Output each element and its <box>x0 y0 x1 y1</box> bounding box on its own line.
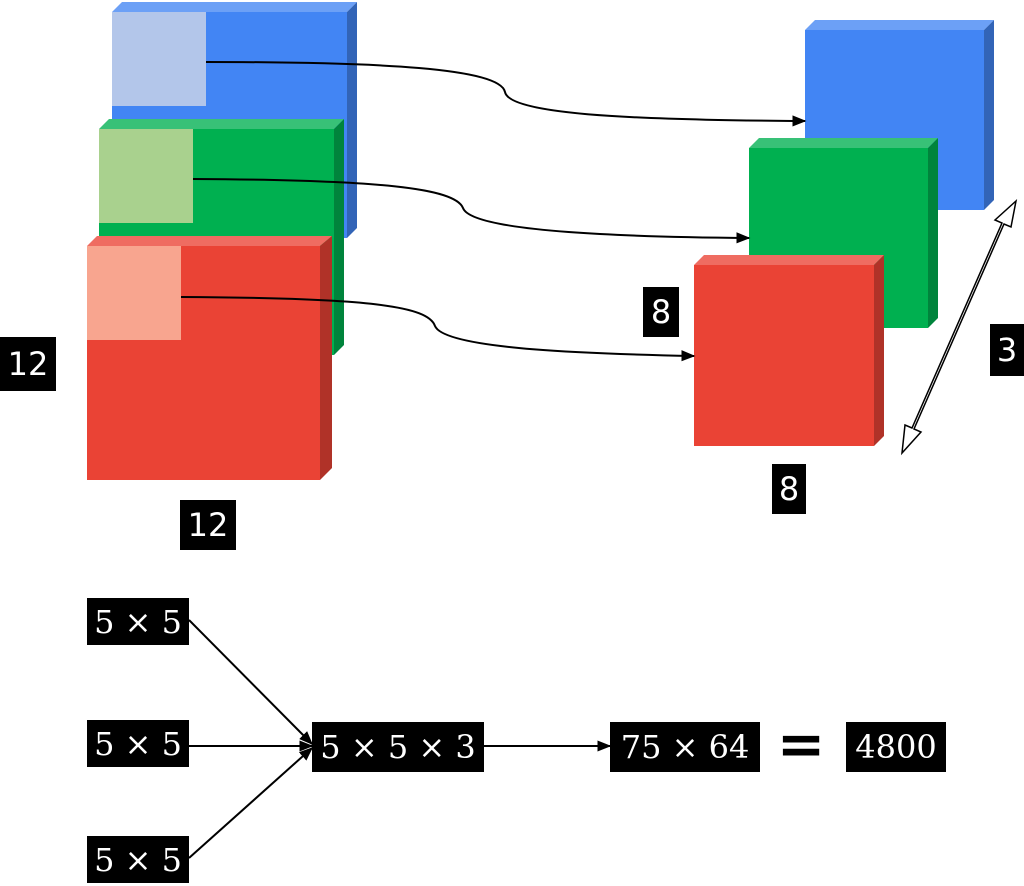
connector-blue <box>205 61 807 127</box>
input-channel-red <box>87 236 332 480</box>
input-green-top <box>99 119 344 129</box>
output-channel-red <box>694 255 884 446</box>
combined-kernel-label: 5 × 5 × 3 <box>312 722 484 772</box>
kernel-top-arrow <box>188 619 313 745</box>
kernel-label-middle: 5 × 5 <box>87 720 189 767</box>
output-blue-top <box>805 20 994 30</box>
input-blue-side <box>347 2 357 238</box>
input-blue-top <box>112 2 357 12</box>
kernel-label-top: 5 × 5 <box>87 598 189 645</box>
input-green-patch <box>99 129 193 223</box>
input-red-top <box>87 236 332 246</box>
output-red-top <box>694 255 884 265</box>
output-depth-label: 3 <box>990 324 1024 376</box>
result-label: 4800 <box>846 722 946 772</box>
depth-double-arrow <box>901 198 1018 456</box>
input-green-side <box>334 119 344 355</box>
output-green-top <box>749 138 938 148</box>
output-width-label: 8 <box>772 464 806 514</box>
output-height-label: 8 <box>643 287 679 337</box>
kernel-label-bottom: 5 × 5 <box>87 836 189 883</box>
input-blue-patch <box>112 12 206 106</box>
input-height-label: 12 <box>0 337 56 391</box>
weights-label: 75 × 64 <box>610 722 760 772</box>
output-blue-side <box>984 20 994 210</box>
output-red-side <box>874 255 884 446</box>
input-width-label: 12 <box>180 500 236 550</box>
connector-red <box>180 296 696 362</box>
equals-sign: = <box>776 710 826 778</box>
connector-green <box>192 178 751 244</box>
output-green-side <box>928 138 938 328</box>
kernel-bottom-arrow <box>188 747 314 859</box>
input-red-patch <box>87 246 181 340</box>
output-red-face <box>694 265 874 446</box>
input-red-side <box>320 236 332 480</box>
